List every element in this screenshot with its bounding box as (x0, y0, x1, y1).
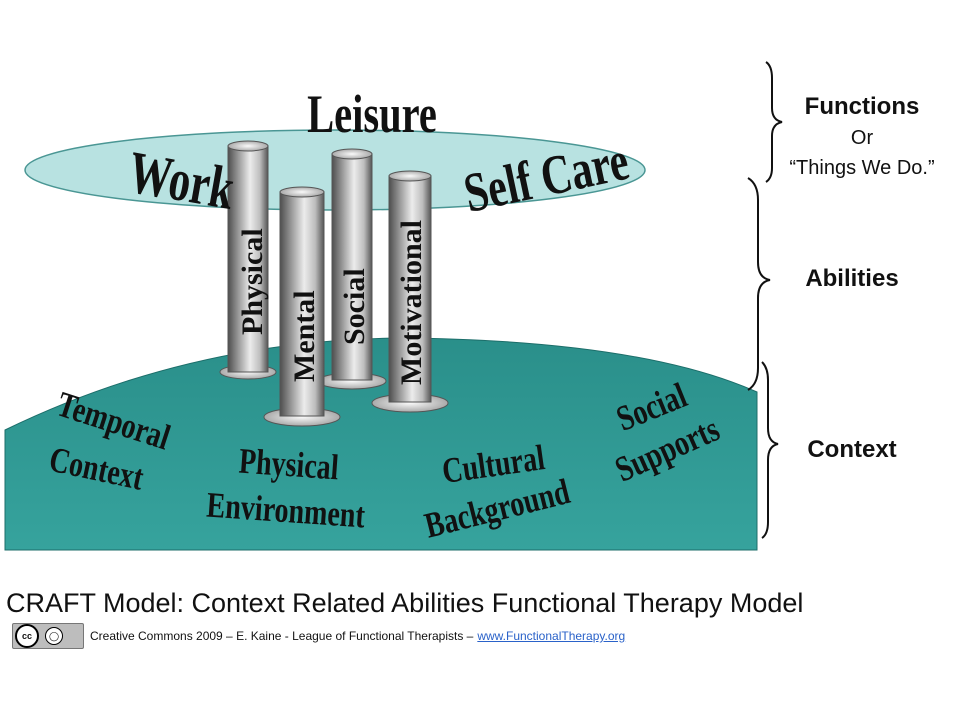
cc-icon: cc (15, 624, 39, 648)
abilities-label: Abilities (805, 265, 898, 292)
license-footer: cc ◯ Creative Commons 2009 – E. Kaine - … (12, 622, 625, 650)
abilities-brace (747, 177, 771, 391)
creative-commons-badge[interactable]: cc ◯ (12, 623, 84, 649)
functions-brace (765, 61, 783, 183)
functions-label: Functions (805, 93, 920, 120)
pillar-mental (279, 186, 325, 417)
functions-or-label: Or (851, 127, 874, 149)
pillar-label-mental: Mental (288, 290, 321, 382)
pillar-physical (227, 140, 269, 373)
pillar-label-motivational: Motivational (395, 220, 428, 385)
license-text: Creative Commons 2009 – E. Kaine - Leagu… (90, 629, 474, 643)
leisure-label: Leisure (307, 84, 437, 144)
pillar-label-physical: Physical (236, 228, 269, 335)
pillar-social (331, 148, 373, 381)
attribution-icon: ◯ (45, 627, 63, 645)
context-brace (761, 361, 779, 539)
things-we-do-label: “Things We Do.” (789, 157, 934, 179)
caption-title: CRAFT Model: Context Related Abilities F… (6, 588, 804, 618)
craft-diagram: Physical Mental Social Motivational Leis… (4, 61, 935, 551)
pillar-motivational (388, 170, 432, 403)
website-link[interactable]: www.FunctionalTherapy.org (477, 629, 626, 643)
pillar-label-social: Social (338, 268, 371, 345)
physical-env-label-line1: Physical (238, 440, 340, 487)
context-label: Context (807, 436, 896, 463)
